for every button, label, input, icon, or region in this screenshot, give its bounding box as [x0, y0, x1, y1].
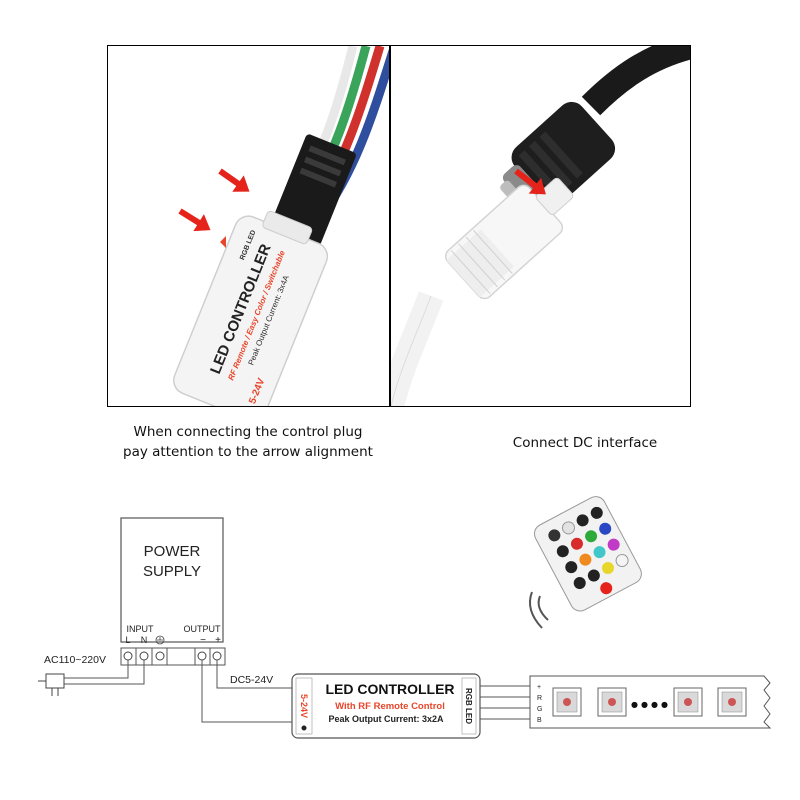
- caption-left-line2: pay attention to the arrow alignment: [123, 444, 373, 460]
- power-supply-box: [120, 517, 224, 643]
- strip-ellipsis: ●●●●: [631, 700, 671, 709]
- strip-pin-g: G: [537, 706, 542, 713]
- arrow-dc-icon: [514, 168, 546, 195]
- terminal-plus-label: +: [215, 635, 221, 646]
- dc-voltage-label: DC5-24V: [230, 674, 273, 686]
- output-terminal-block: [194, 647, 226, 666]
- terminal-spacer: [166, 647, 196, 666]
- led-chip-icon: [717, 687, 747, 717]
- caption-dc-interface: Connect DC interface: [512, 435, 658, 451]
- dc-plus-wire: [216, 660, 296, 689]
- strip-pin-plus: +: [537, 684, 541, 691]
- power-supply-label-1: POWER: [144, 543, 201, 560]
- input-label: INPUT: [127, 624, 155, 634]
- led-strip: [529, 675, 772, 729]
- output-label: OUTPUT: [184, 624, 222, 634]
- strip-pin-r: R: [537, 695, 542, 702]
- controller-arrow-mark-icon: [220, 236, 226, 248]
- terminal-n-label: N: [141, 635, 148, 645]
- ac-voltage-label: AC110~220V: [44, 654, 106, 666]
- input-terminal-block: [120, 647, 168, 666]
- white-dc-plug: [444, 177, 574, 300]
- ground-icon: [155, 635, 165, 645]
- arrow-plug-icon: [218, 168, 250, 192]
- power-supply-label-2: SUPPLY: [143, 563, 201, 580]
- led-chip-icon: [552, 687, 582, 717]
- terminal-minus-label: −: [200, 635, 206, 646]
- led-chip-icon: [673, 687, 703, 717]
- photo-dc-interface: [391, 46, 690, 406]
- led-chip-icon: [597, 687, 627, 717]
- controller-voltage-label: 5-24V: [299, 694, 309, 718]
- controller-body-photo: [173, 210, 329, 406]
- caption-control-plug: When connecting the control plug pay att…: [118, 422, 378, 462]
- black-cable: [581, 46, 690, 116]
- caption-left-line1: When connecting the control plug: [133, 424, 363, 440]
- controller-badge: RGB LED: [464, 688, 473, 724]
- ac-cable: [64, 660, 129, 679]
- controller-led-icon: [301, 725, 307, 731]
- photo-divider: [389, 45, 391, 407]
- dc-minus-wire: [201, 660, 296, 723]
- photo-controller-plug: LED CONTROLLER RF Remote / Easy Color / …: [108, 46, 389, 406]
- controller-title: LED CONTROLLER: [325, 681, 454, 697]
- wiring-diagram: POWER SUPPLY INPUT OUTPUT L N − + AC110~…: [38, 496, 772, 739]
- signal-waves-icon: [529, 591, 549, 629]
- terminal-l-label: L: [125, 635, 130, 645]
- strip-pin-b: B: [537, 717, 542, 724]
- controller-current: Peak Output Current: 3x2A: [328, 714, 444, 724]
- arrow-controller-icon: [178, 208, 211, 232]
- ac-plug-icon: [38, 673, 65, 696]
- controller-subtitle: With RF Remote Control: [335, 701, 445, 712]
- rf-remote-icon: [533, 496, 642, 612]
- led-controller-box: [291, 673, 481, 739]
